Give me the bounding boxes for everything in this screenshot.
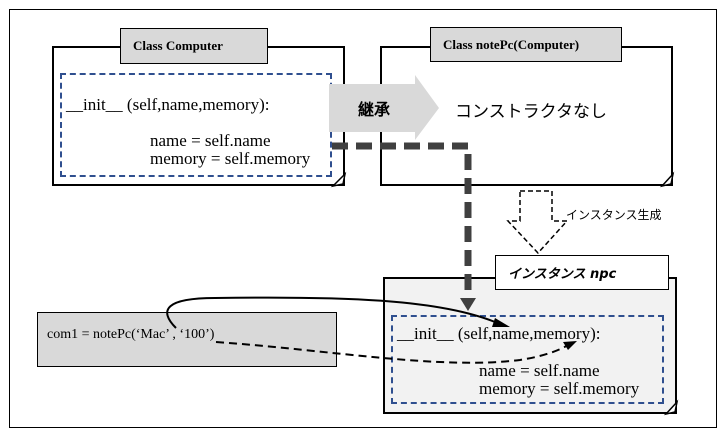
class-computer-title: Class Computer [120,28,268,64]
computer-init-line-2: memory = self.memory [150,149,311,168]
notepc-page-curl-icon [659,171,675,188]
instantiation-label: インスタンス生成 [566,208,662,222]
memory-argument-arrowhead [563,341,577,350]
computer-init-line-1: name = self.name [150,131,271,150]
notepc-no-constructor-text: コンストラクタなし [455,102,607,122]
instance-page-curl-icon [663,399,679,416]
instantiation-arrow [506,190,569,255]
call-code-text: com1 = notePc(‘Mac’ , ‘100’) [47,327,215,342]
memory-argument-arrow [215,341,569,364]
computer-init-signature: __init__ (self,name,memory): [66,95,270,114]
class-notepc-title: Class notePc(Computer) [430,27,622,62]
inheritance-label: 継承 [358,100,391,119]
instance-init-line-1: name = self.name [479,361,600,380]
name-argument-arrowhead [492,318,510,327]
instance-npc-title-text: インスタンス npc [508,267,617,282]
call-code-box: com1 = notePc(‘Mac’ , ‘100’) [37,312,337,367]
instance-init-block: __init__ (self,name,memory): name = self… [391,315,664,404]
computer-init-block: __init__ (self,name,memory): name = self… [60,73,332,177]
instance-init-line-2: memory = self.memory [479,379,640,398]
inheritance-arrow [329,75,439,140]
inherited-init-arrowhead [460,298,476,311]
instance-init-signature: __init__ (self,name,memory): [397,324,601,343]
class-computer-title-text: Class Computer [133,38,223,53]
inherited-init-path [332,142,472,298]
instance-npc-title: インスタンス npc [495,255,669,290]
name-argument-arrow [166,296,496,329]
instance-npc-box [383,277,677,414]
computer-page-curl-icon [330,171,347,188]
diagram-frame [9,9,717,428]
class-notepc-box [380,46,673,186]
class-notepc-title-text: Class notePc(Computer) [443,36,580,52]
